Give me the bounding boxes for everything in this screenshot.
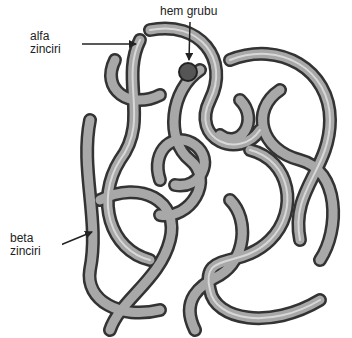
part-label: hem grubu — [158, 5, 219, 18]
leader-line — [58, 232, 92, 246]
part-label: beta zinciri — [8, 232, 62, 258]
part-label: alfa zinciri — [28, 30, 82, 56]
leader-line — [189, 22, 190, 60]
leader-line — [80, 43, 136, 45]
